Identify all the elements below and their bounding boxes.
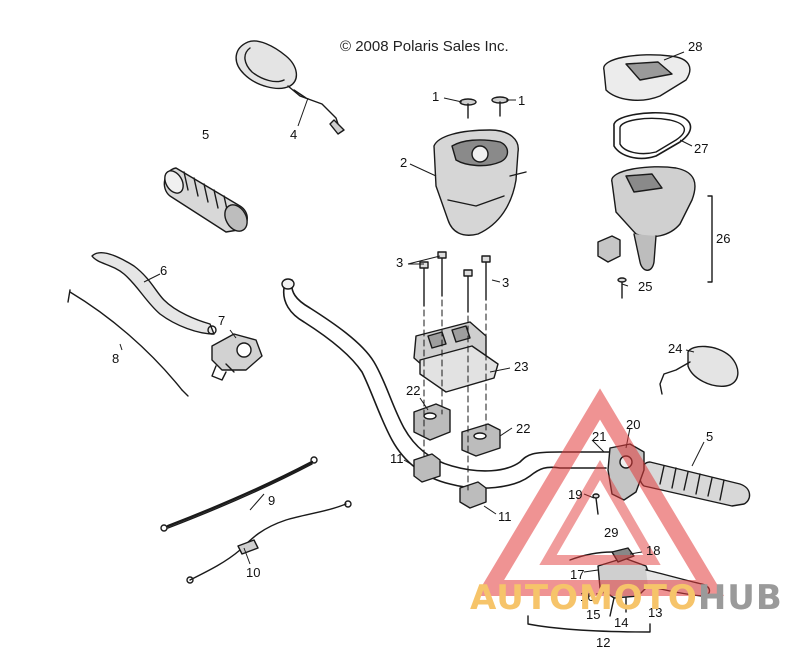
callout-4: 4 [290, 127, 298, 142]
callout-5: 5 [706, 429, 714, 444]
callout-10: 10 [246, 565, 261, 580]
callout-8: 8 [112, 351, 120, 366]
callout-22: 22 [406, 383, 421, 398]
cable-8-part [67, 289, 189, 397]
callout-7: 7 [218, 313, 226, 328]
cable-10-part [186, 500, 352, 584]
bolts-3-part [419, 251, 491, 313]
callout-21: 21 [592, 429, 607, 444]
callout-9: 9 [268, 493, 276, 508]
callout-11: 11 [498, 509, 512, 524]
callout-15: 15 [586, 607, 601, 622]
callout-14: 14 [614, 615, 629, 630]
callout-1: 1 [432, 89, 440, 104]
clamp-upper-right [461, 423, 501, 457]
callout-12: 12 [596, 635, 611, 650]
mirror-right-part [659, 345, 739, 395]
callout-26: 26 [716, 231, 731, 246]
callout-16: 16 [580, 589, 595, 604]
callout-6: 6 [160, 263, 168, 278]
grip-left-part [163, 167, 248, 233]
clamp-lower-right [459, 481, 487, 509]
mount-bracket-part [413, 321, 499, 393]
callout-29: 29 [604, 525, 619, 540]
callout-18: 18 [646, 543, 661, 558]
callout-24: 24 [668, 341, 683, 356]
screws-1-part [459, 96, 509, 119]
callout-20: 20 [626, 417, 641, 432]
callout-13: 13 [648, 605, 663, 620]
watermark-text: AUTOMOTOHUB [470, 578, 783, 618]
cap-28-part [603, 54, 691, 101]
lever-left-part [91, 252, 217, 335]
pod-cover-part [433, 129, 527, 236]
watermark-logo [475, 388, 725, 596]
handlebar-part [281, 278, 611, 489]
copyright-text: © 2008 Polaris Sales Inc. [340, 38, 509, 55]
alignment-lines [423, 299, 487, 491]
small-parts [592, 493, 600, 515]
mirror-left-part [235, 40, 345, 135]
callout-1: 1 [518, 93, 526, 108]
clamp-upper-left [413, 403, 451, 441]
watermark-text-part1: AUTOMOTO [470, 578, 698, 618]
pod-base-26-part [611, 166, 696, 271]
callout-17: 17 [570, 567, 585, 582]
callout-23: 23 [514, 359, 529, 374]
callout-19: 19 [568, 487, 583, 502]
callout-5: 5 [202, 127, 210, 142]
perch-clamp-part [211, 333, 263, 381]
callout-2: 2 [400, 155, 408, 170]
callout-28: 28 [688, 39, 703, 54]
callout-11: 11 [390, 451, 404, 466]
callout-22: 22 [516, 421, 531, 436]
callout-3: 3 [502, 275, 510, 290]
clamp-lower-left [413, 453, 441, 483]
gasket-27-part [613, 111, 692, 160]
callout-27: 27 [694, 141, 709, 156]
bracket-25-part [597, 235, 627, 299]
callout-3: 3 [396, 255, 404, 270]
callout-25: 25 [638, 279, 653, 294]
bracket-26-line [707, 195, 713, 283]
cable-9-part [160, 456, 318, 532]
watermark-text-part2: HUB [697, 578, 783, 618]
